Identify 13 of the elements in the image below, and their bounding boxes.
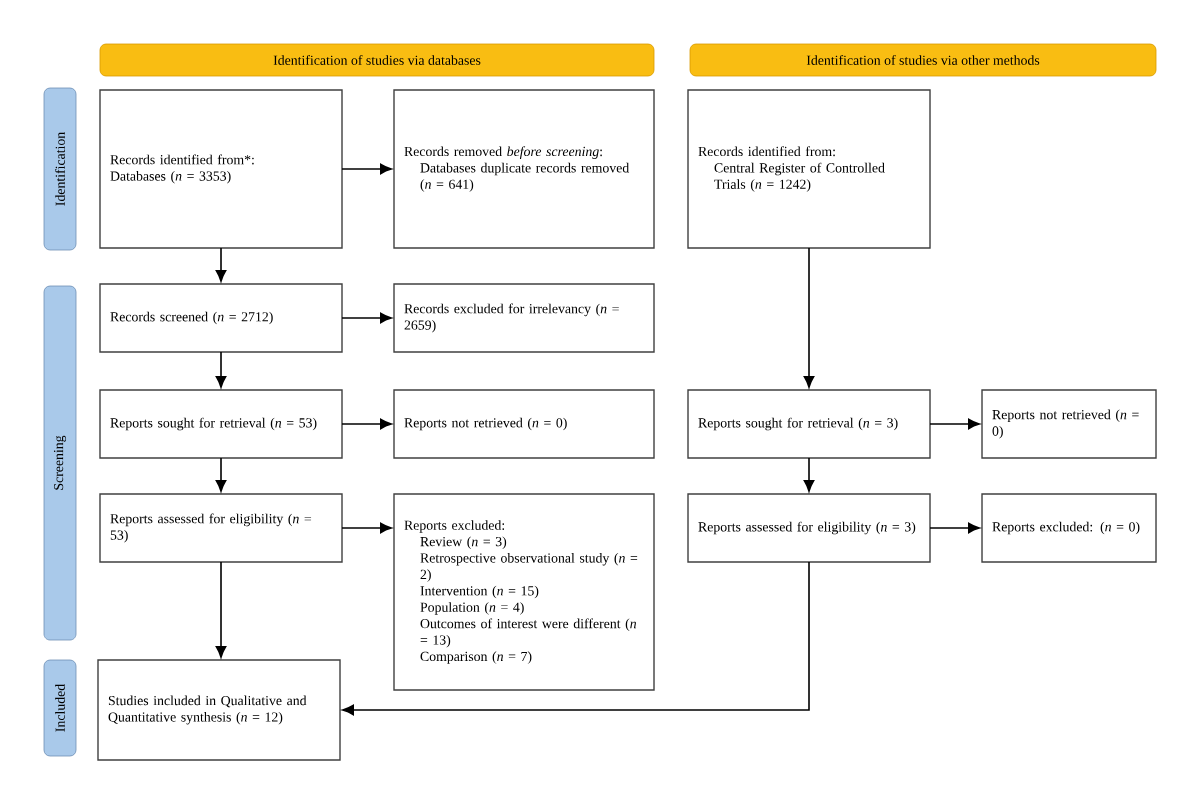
arrow <box>215 561 227 658</box>
arrow <box>215 247 227 282</box>
arrow <box>803 247 815 388</box>
arrow <box>929 418 980 430</box>
arrow <box>341 522 392 534</box>
arrow <box>341 312 392 324</box>
arrow <box>341 418 392 430</box>
arrow <box>341 163 392 175</box>
arrow <box>215 457 227 492</box>
arrow <box>342 561 810 716</box>
arrow <box>215 351 227 388</box>
arrow <box>929 522 980 534</box>
arrow <box>803 457 815 492</box>
